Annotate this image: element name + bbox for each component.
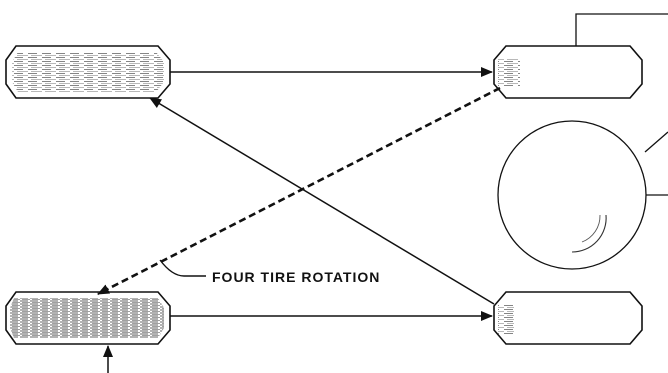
front-right-tire — [493, 45, 643, 99]
spare-tire — [497, 120, 647, 270]
rear-right-tire — [493, 291, 643, 345]
rear-left-tire — [5, 291, 171, 345]
arrow-front-right-to-rear-left — [97, 86, 501, 296]
front-left-tire — [5, 45, 171, 99]
rotation-label: FOUR TIRE ROTATION — [212, 269, 380, 285]
right-leader-lines — [575, 13, 668, 196]
rotation-label-leader — [159, 259, 206, 277]
arrow-rear-right-to-front-left — [149, 97, 495, 305]
